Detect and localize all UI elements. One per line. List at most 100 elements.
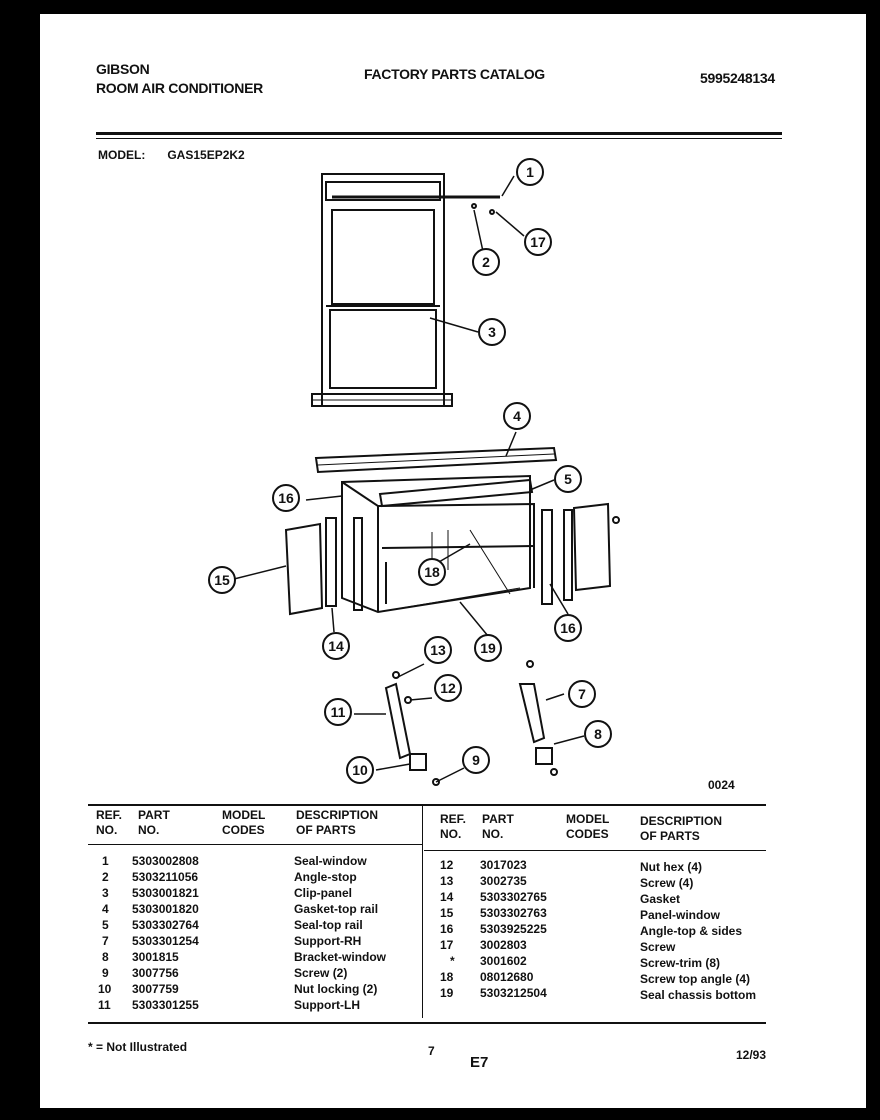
table-divider (422, 804, 423, 1018)
callout-4: 4 (513, 408, 521, 424)
right-row-4-ref: 15 (440, 906, 454, 920)
left-row-10-ref: 11 (98, 998, 111, 1012)
callout-2: 2 (482, 254, 490, 270)
catalog-page: GIBSON ROOM AIR CONDITIONER FACTORY PART… (40, 14, 866, 1108)
left-header-rule (88, 844, 422, 845)
left-row-2-part: 5303211056 (132, 870, 199, 884)
right-row-5-ref: 16 (440, 922, 454, 936)
left-row-4-desc: Gasket-top rail (294, 902, 379, 916)
left-header-ref: REF.NO. (96, 808, 123, 837)
left-row-4-ref: 4 (102, 902, 109, 916)
left-row-7-desc: Bracket-window (294, 950, 387, 964)
right-row-7-part: 3001602 (480, 954, 527, 968)
right-row-9-ref: 19 (440, 986, 454, 1000)
right-row-6-ref: 17 (440, 938, 454, 952)
callout-15: 15 (214, 572, 230, 588)
left-row-10-part: 5303301255 (132, 998, 199, 1012)
callout-19: 19 (480, 640, 496, 656)
right-row-6-part: 3002803 (480, 938, 527, 952)
brand-block: GIBSON ROOM AIR CONDITIONER (96, 60, 263, 98)
table-top-rule (88, 804, 766, 806)
catalog-date: 12/93 (736, 1048, 767, 1062)
left-row-3-part: 5303001821 (132, 886, 199, 900)
right-angle (541, 509, 553, 605)
left-row-7-part: 3001815 (132, 950, 179, 964)
right-row-7-desc: Screw-trim (8) (640, 956, 721, 970)
model-row: MODEL: GAS15EP2K2 (98, 148, 245, 162)
exploded-parts-diagram: 1 17 2 3 4 5 16 15 18 14 19 16 13 12 11 … (208, 158, 620, 786)
right-row-2-ref: 13 (440, 874, 454, 888)
brand-name: GIBSON (96, 61, 150, 77)
left-row-7-ref: 8 (102, 950, 109, 964)
right-header-ref: REF.NO. (440, 812, 467, 841)
left-row-2-ref: 2 (102, 870, 109, 884)
left-row-3-ref: 3 (102, 886, 109, 900)
callout-14: 14 (328, 638, 344, 654)
right-row-8-part: 08012680 (480, 970, 534, 984)
left-row-9-ref: 10 (98, 982, 112, 996)
right-row-3-ref: 14 (440, 890, 454, 904)
right-row-5-part: 5303925225 (480, 922, 547, 936)
right-panel-window (572, 502, 612, 592)
window-panel-frame (321, 173, 445, 407)
left-row-1-part: 5303002808 (132, 854, 199, 868)
right-row-5-desc: Angle-top & sides (640, 924, 743, 938)
right-row-4-desc: Panel-window (640, 908, 721, 922)
seal-top-rail (378, 478, 534, 508)
callout-12: 12 (440, 680, 456, 696)
page-number: 7 (428, 1044, 435, 1058)
header-rule-thick (96, 132, 782, 135)
model-value: GAS15EP2K2 (167, 148, 245, 162)
right-row-2-desc: Screw (4) (640, 876, 694, 890)
callout-17: 17 (530, 234, 546, 250)
callout-1: 1 (526, 164, 534, 180)
right-header-rule (424, 850, 766, 851)
product-name: ROOM AIR CONDITIONER (96, 80, 263, 96)
right-row-8-ref: 18 (440, 970, 454, 984)
not-illustrated-note: * = Not Illustrated (88, 1040, 188, 1054)
support-rh (518, 683, 546, 744)
callout-11: 11 (331, 704, 346, 720)
left-row-9-part: 3007759 (132, 982, 179, 996)
right-row-2-part: 3002735 (480, 874, 527, 888)
table-bottom-rule (88, 1022, 766, 1024)
left-row-6-part: 5303301254 (132, 934, 199, 948)
left-row-6-ref: 7 (102, 934, 109, 948)
callout-8: 8 (594, 726, 602, 742)
header-rule-thin (96, 138, 782, 139)
left-row-6-desc: Support-RH (294, 934, 362, 948)
right-row-1-ref: 12 (440, 858, 454, 872)
right-row-4-part: 5303302763 (480, 906, 547, 920)
left-row-10-desc: Support-LH (294, 998, 360, 1012)
callout-16-left: 16 (278, 490, 294, 506)
bracket-right (535, 747, 553, 765)
callout-10: 10 (352, 762, 368, 778)
right-row-9-desc: Seal chassis bottom (640, 988, 757, 1002)
section-code: E7 (470, 1054, 489, 1071)
left-row-5-ref: 5 (102, 918, 109, 932)
left-row-2-desc: Angle-stop (294, 870, 357, 884)
left-row-1-ref: 1 (102, 854, 109, 868)
left-row-5-desc: Seal-top rail (294, 918, 363, 932)
left-row-8-ref: 9 (102, 966, 109, 980)
diagram-code: 0024 (708, 778, 735, 792)
catalog-number: 5995248134 (700, 70, 775, 86)
callout-9: 9 (472, 752, 480, 768)
left-gasket (325, 517, 337, 607)
right-row-7-ref: * (450, 954, 455, 968)
support-lh (384, 682, 412, 760)
left-row-1-desc: Seal-window (294, 854, 367, 868)
right-row-9-part: 5303212504 (480, 986, 547, 1000)
right-row-1-desc: Nut hex (4) (640, 860, 703, 874)
cabinet-sleeve (341, 474, 531, 614)
left-row-8-desc: Screw (2) (294, 966, 348, 980)
right-row-3-desc: Gasket (640, 892, 681, 906)
callout-18: 18 (424, 564, 440, 580)
callout-13: 13 (430, 642, 446, 658)
bracket-left (409, 753, 427, 771)
